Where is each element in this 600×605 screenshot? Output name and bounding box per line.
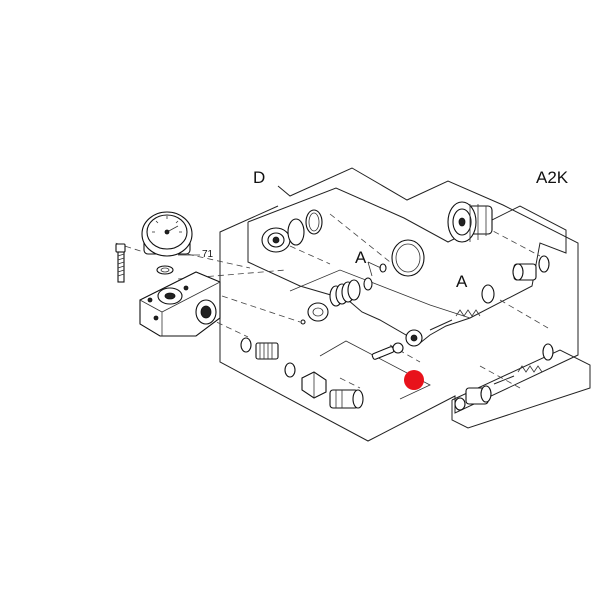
valve-seat-middle [405, 329, 423, 347]
large-seal-ring-a [391, 239, 425, 277]
label-part-71: 71 [202, 249, 214, 260]
piston-cap [261, 227, 291, 253]
highlight-marker[interactable] [404, 370, 424, 390]
spring-lower [517, 365, 543, 373]
valve-sleeve-right [512, 255, 550, 281]
leader-a-upper [367, 261, 382, 269]
pump-cylinder-unit [447, 201, 493, 243]
label-group-a-lower: A [456, 272, 468, 291]
leader-a-upper-2 [367, 261, 373, 277]
group-outline-d [219, 167, 579, 442]
mounting-screw [115, 243, 126, 283]
valve-stem-middle [371, 342, 404, 360]
o-ring-outlet [240, 337, 252, 353]
group-outline-lower [319, 340, 591, 429]
valve-spring [329, 279, 361, 307]
o-ring-right [481, 284, 495, 304]
threaded-nipple [255, 342, 279, 360]
spring-seat-washer [363, 277, 373, 291]
label-group-a-upper: A [355, 248, 367, 267]
pressure-gauge [141, 211, 193, 257]
valve-housing [139, 271, 221, 337]
gauge-seal-ring [156, 265, 174, 275]
pin-right [429, 319, 453, 331]
o-ring-lower [542, 343, 554, 361]
hex-adapter [301, 371, 327, 399]
o-ring-small [284, 362, 296, 378]
small-washer [300, 319, 306, 325]
piston-disc [307, 302, 329, 322]
label-group-d: D [253, 168, 266, 187]
o-ring-outer-d [305, 209, 323, 235]
pin-lower [493, 375, 515, 385]
hose-coupling [329, 389, 364, 409]
label-model: A2K [536, 168, 569, 187]
valve-cap-lower [454, 385, 492, 411]
o-ring-large-d [287, 218, 305, 246]
spring-right [455, 309, 481, 317]
small-o-ring-a [379, 263, 387, 273]
